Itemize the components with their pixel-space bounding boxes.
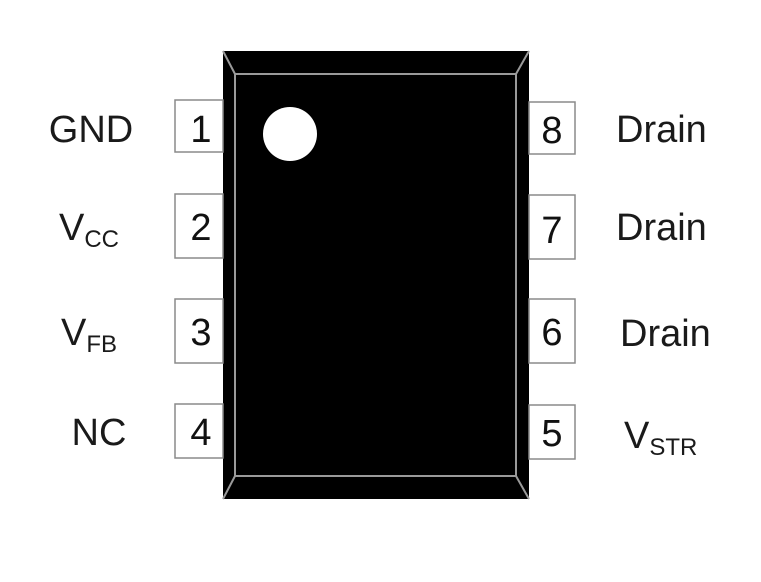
pin-7-name: Drain [616, 207, 707, 249]
pin-4: 4 NC [72, 403, 224, 459]
pin-2: 2 VCC [59, 193, 224, 259]
pin-6-name: Drain [620, 313, 711, 355]
pin-3: 3 VFB [61, 298, 224, 364]
pin-1-number: 1 [190, 109, 211, 151]
pin-8-number: 8 [541, 110, 562, 152]
pin-7-label: Drain [616, 207, 707, 249]
pin-8-label: Drain [616, 109, 707, 151]
pin-5-lead [528, 404, 576, 460]
bevel-top-right [515, 50, 530, 75]
pin-5-label: VSTR [624, 415, 697, 461]
pin-2-number: 2 [190, 207, 211, 249]
pin-6-label: Drain [620, 313, 711, 355]
bevel-top-left [222, 50, 236, 75]
pin-5-subscript: STR [649, 434, 697, 461]
pin-6-number: 6 [541, 312, 562, 354]
right-pins: 8 Drain 7 Drain 6 Drain 5 VSTR [528, 101, 711, 461]
pin-8: 8 Drain [528, 101, 707, 155]
pin-3-label: VFB [61, 312, 117, 358]
pin-7-number: 7 [541, 210, 562, 252]
pin-4-lead [174, 403, 224, 459]
pin-2-lead [174, 193, 224, 259]
bevel-bottom-left [222, 475, 236, 500]
bevel-bottom-right [515, 475, 530, 500]
pin-2-subscript: CC [84, 226, 119, 253]
pin-4-label: NC [72, 412, 127, 454]
ic-package [222, 50, 530, 500]
pin-5-number: 5 [541, 413, 562, 455]
left-pins: 1 GND 2 VCC 3 VFB 4 NC [49, 99, 224, 459]
package-top-face [234, 73, 517, 477]
pin-8-name: Drain [616, 109, 707, 151]
pin-8-lead [528, 101, 576, 155]
pin-1-name: GND [49, 109, 133, 151]
pin-1: 1 GND [49, 99, 224, 153]
pin-1-lead [174, 99, 224, 153]
pin-5-name: V [624, 415, 650, 457]
pin-3-number: 3 [190, 312, 211, 354]
pin-3-lead [174, 298, 224, 364]
pin-7: 7 Drain [528, 194, 707, 260]
pin-3-name: V [61, 312, 87, 354]
pin-2-label: VCC [59, 207, 119, 253]
pin-6: 6 Drain [528, 298, 711, 364]
pin-4-number: 4 [190, 412, 211, 454]
pin-6-lead [528, 298, 576, 364]
pin-7-lead [528, 194, 576, 260]
pin-3-subscript: FB [86, 331, 117, 358]
pin-1-label: GND [49, 109, 133, 151]
pin-2-name: V [59, 207, 85, 249]
pin1-indicator-dot [263, 107, 317, 161]
pin-5: 5 VSTR [528, 404, 697, 461]
pin-4-name: NC [72, 412, 127, 454]
